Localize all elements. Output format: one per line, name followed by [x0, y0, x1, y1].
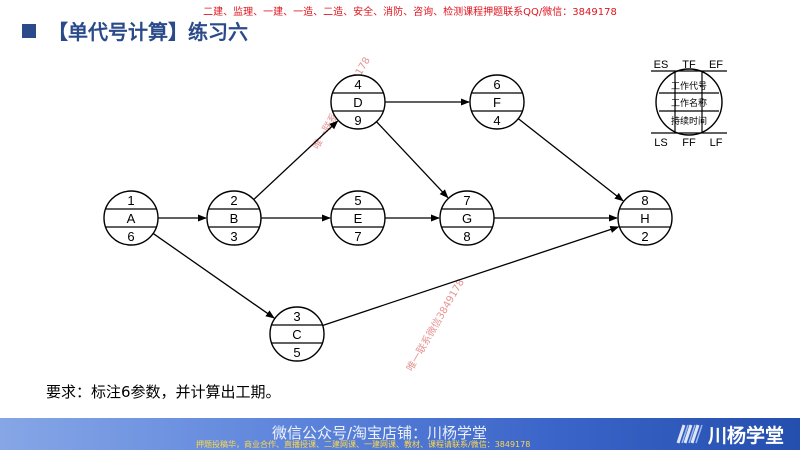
node-id: 4 [354, 77, 361, 92]
activity-node-H: 8H 2 [617, 190, 673, 246]
edge-6-to-8 [517, 118, 624, 202]
node-id: 1 [127, 193, 134, 208]
node-ring [330, 190, 386, 246]
title-bullet-icon [22, 24, 36, 38]
node-id: 2 [230, 193, 237, 208]
legend-ls: LS [654, 137, 667, 149]
edge-1-to-3 [152, 232, 275, 319]
brand-name: 川杨学堂 [708, 425, 785, 447]
legend-row-code: 工作代号 [671, 80, 707, 92]
node-duration: 3 [230, 229, 237, 244]
legend-node-ring [655, 68, 723, 136]
node-id: 6 [493, 77, 500, 92]
activity-node-D: 4D 9 [330, 74, 386, 130]
activity-node-C: 3C 5 [269, 306, 325, 362]
page-title: 【单代号计算】练习六 [48, 20, 248, 44]
activity-node-E: 5E 7 [330, 190, 386, 246]
footer-bar: 微信公众号/淘宝店铺：川杨学堂 押题投稿华，商业合作、直播授课、二建网课、一建网… [0, 418, 800, 450]
footer-text: 微信公众号/淘宝店铺：川杨学堂 [272, 424, 488, 442]
activity-node-G: 7G 8 [439, 190, 495, 246]
node-ring [617, 190, 673, 246]
brand-logo-icon [676, 424, 703, 444]
legend-es: ES [654, 59, 669, 71]
requirement-text: 要求：标注6参数，并计算出工期。 [46, 383, 281, 401]
node-name: E [354, 211, 363, 226]
node-duration: 8 [463, 229, 470, 244]
node-duration: 4 [493, 113, 500, 128]
node-duration: 9 [354, 113, 361, 128]
node-ring [330, 74, 386, 130]
node-name: G [462, 211, 472, 226]
edge-2-to-4 [253, 120, 339, 201]
node-ring [439, 190, 495, 246]
node-name: C [292, 327, 301, 342]
node-duration: 5 [293, 345, 300, 360]
legend-box: ES TF EF LS FF LF 工作代号 工作名称 持续时间 [651, 59, 727, 149]
edge-3-to-8 [322, 226, 620, 327]
footer-subtext: 押题投稿华，商业合作、直播授课、二建网课、一建网课、教材、课程请联系/微信：38… [196, 440, 531, 449]
node-id: 3 [293, 309, 300, 324]
contact-banner: 二建、监理、一建、一造、二造、安全、消防、咨询、检测课程押题联系QQ/微信：38… [203, 7, 617, 18]
legend-lf: LF [710, 137, 723, 149]
activity-node-F: 6F 4 [469, 74, 525, 130]
activity-node-A: 1A 6 [103, 190, 159, 246]
node-id: 5 [354, 193, 361, 208]
node-ring [469, 74, 525, 130]
node-name: D [353, 95, 362, 110]
legend-ff: FF [682, 137, 696, 149]
edge-layer [152, 98, 624, 327]
edge-4-to-7 [376, 121, 449, 199]
node-id: 7 [463, 193, 470, 208]
legend-tf: TF [682, 59, 696, 71]
node-name: F [493, 95, 501, 110]
legend-row-name: 工作名称 [671, 97, 707, 109]
legend-ef: EF [709, 59, 723, 71]
activity-node-B: 2B 3 [206, 190, 262, 246]
node-name: B [230, 211, 239, 226]
node-duration: 7 [354, 229, 361, 244]
legend-node [655, 68, 723, 136]
node-ring [206, 190, 262, 246]
legend-row-duration: 持续时间 [671, 115, 707, 127]
node-name: A [127, 211, 136, 226]
node-name: H [640, 211, 649, 226]
node-ring [103, 190, 159, 246]
node-duration: 2 [641, 229, 648, 244]
node-ring [269, 306, 325, 362]
node-id: 8 [641, 193, 648, 208]
node-duration: 6 [127, 229, 134, 244]
watermark-text: 唯一联系微信3849178 [403, 276, 467, 373]
